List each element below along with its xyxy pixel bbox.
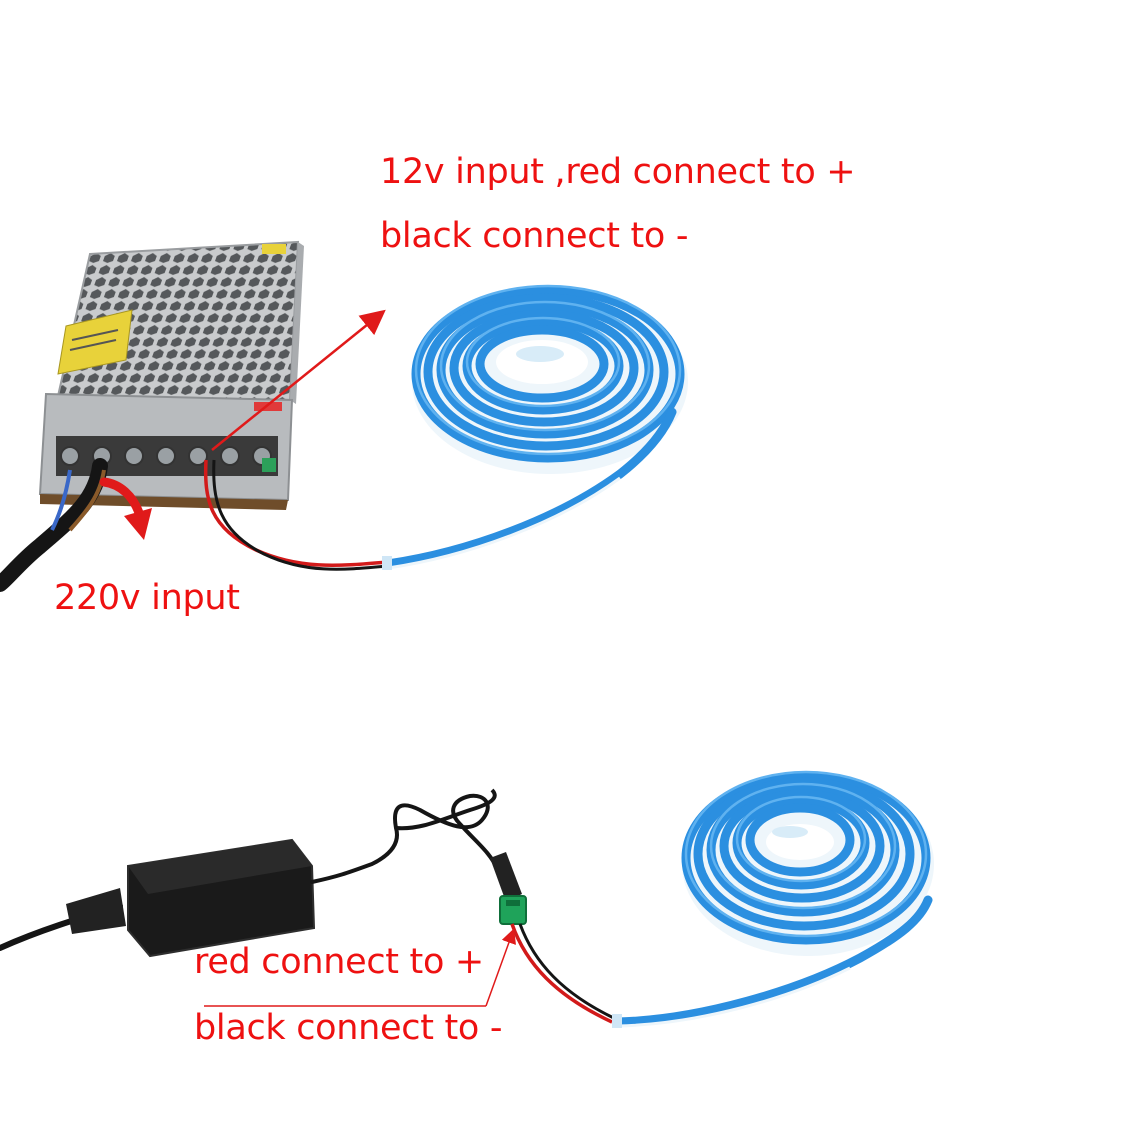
power-adapter-icon: [0, 788, 522, 958]
label-black-connect-top: black connect to -: [380, 216, 689, 256]
label-12v-input: 12v input ,red connect to +: [380, 152, 856, 192]
arrow-psu-to-strip-icon: [211, 309, 386, 451]
led-strip-coil-top-icon: [382, 284, 688, 570]
label-220v-input: 220v input: [54, 578, 240, 618]
label-red-connect-bottom: red connect to +: [194, 942, 484, 982]
arrow-bottom-leader-icon: [204, 928, 516, 1007]
dc-wire-top-icon: [203, 459, 389, 571]
label-black-connect-bottom: black connect to -: [194, 1008, 503, 1048]
arrow-ac-input-icon: [99, 477, 152, 540]
ac-cable-icon: [0, 458, 108, 592]
dc-connector-icon: [499, 895, 527, 925]
dc-wire-bottom-icon: [510, 923, 619, 1024]
power-supply-unit-icon: [38, 240, 304, 510]
led-strip-coil-bottom-icon: [612, 770, 934, 1028]
